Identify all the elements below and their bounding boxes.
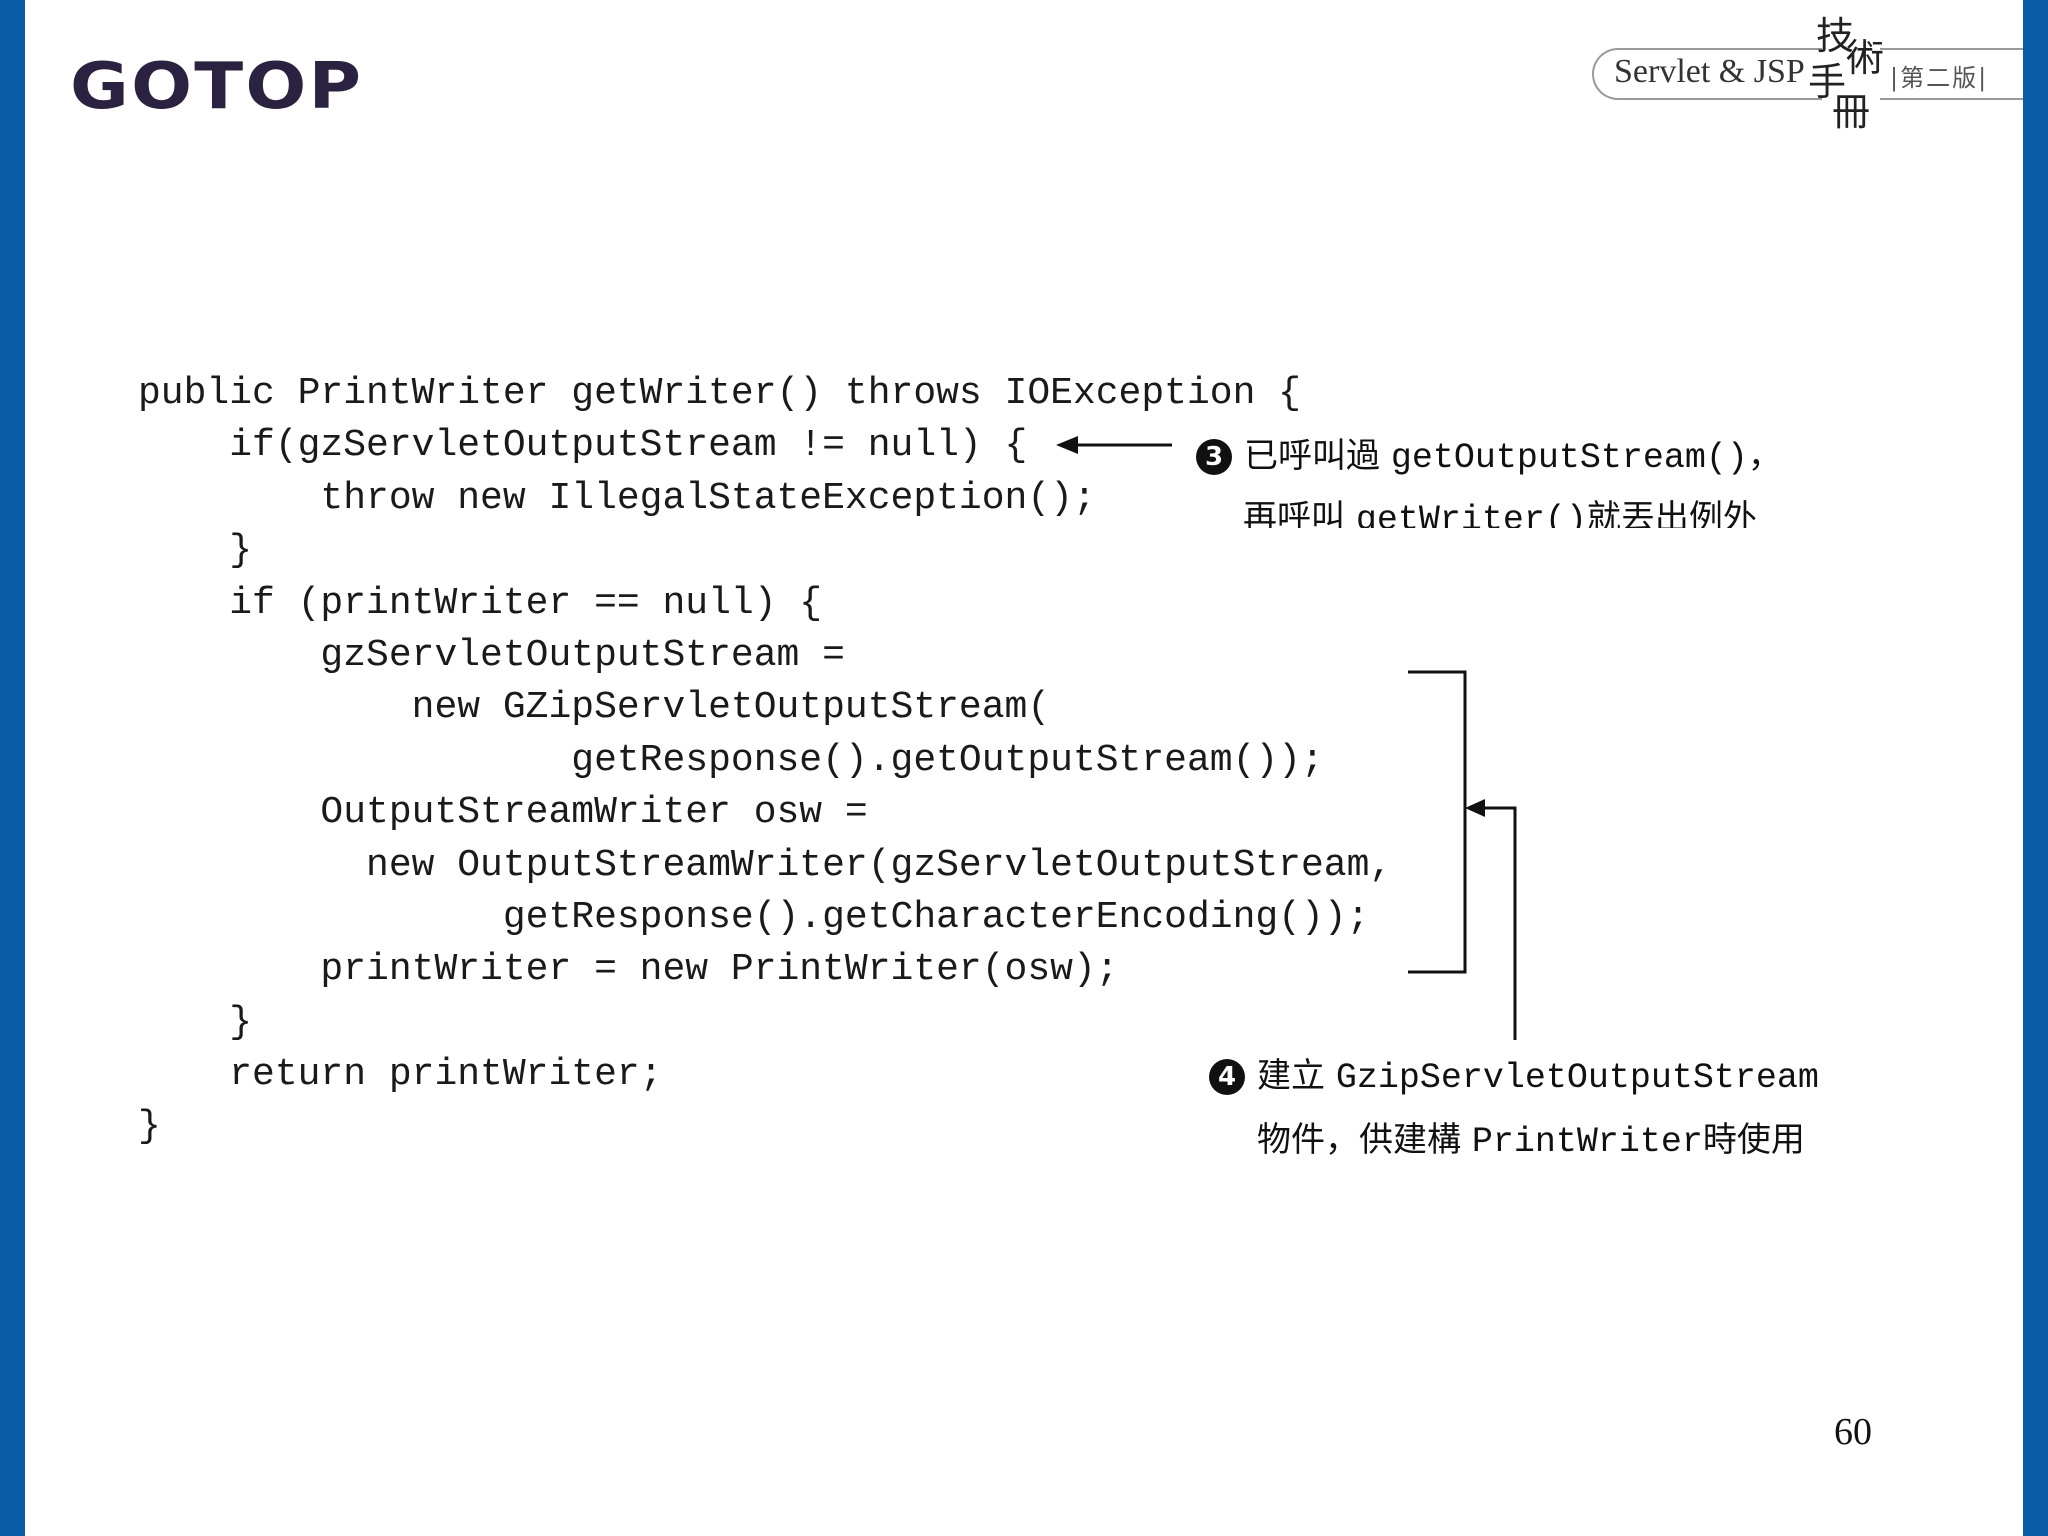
bullet-4-icon: 4 [1209, 1059, 1245, 1095]
brush-char-1: 技 [1816, 14, 1855, 58]
right-accent-bar [2023, 0, 2048, 1536]
brush-char-4: 冊 [1832, 90, 1871, 134]
brush-calligraphy: 技 術 手 冊 [1802, 14, 1885, 134]
bullet-3-icon: 3 [1196, 439, 1232, 475]
code-line: gzServletOutputStream = [138, 633, 845, 677]
note4-arrow-line [1478, 806, 1517, 1040]
left-accent-bar [0, 0, 25, 1536]
code-line: OutputStreamWriter osw = [138, 791, 868, 835]
note4-arrow-head [1465, 799, 1485, 817]
code-line: throw new IllegalStateException(); [138, 476, 1096, 520]
note4-bracket [1408, 670, 1467, 974]
code-listing: public PrintWriter getWriter() throws IO… [138, 368, 1392, 1154]
page-number: 60 [1834, 1411, 1872, 1453]
code-line: } [138, 1000, 253, 1044]
note3-line2: 再呼叫 getWriter()就丟出例外 [1243, 498, 1757, 528]
code-line: getResponse().getOutputStream()); [138, 738, 1324, 782]
note4-line2: 物件，供建構 PrintWriter時使用 [1257, 1120, 1805, 1162]
code-line: if (printWriter == null) { [138, 581, 823, 625]
code-line: if(gzServletOutputStream != null) { [138, 424, 1028, 468]
code-line: public PrintWriter getWriter() throws IO… [138, 372, 1301, 415]
code-line: getResponse().getCharacterEncoding()); [138, 895, 1370, 939]
code-line: return printWriter; [138, 1053, 663, 1097]
code-line: } [138, 529, 253, 573]
book-title-badge: Servlet & JSP 技 術 手 冊 |第二版| [1592, 17, 2023, 142]
book-title: Servlet & JSP [1614, 53, 1805, 90]
code-line: new GZipServletOutputStream( [138, 686, 1051, 730]
code-line: new OutputStreamWriter(gzServletOutputSt… [138, 843, 1393, 887]
title-pill [1592, 48, 1822, 100]
brush-char-3: 手 [1808, 60, 1847, 104]
code-line: printWriter = new PrintWriter(osw); [138, 948, 1119, 992]
note3-line2-clip: 再呼叫 getWriter()就丟出例外 [1243, 490, 1843, 528]
edition-box [1880, 48, 2023, 100]
code-line: } [138, 1105, 161, 1149]
edition-label: |第二版| [1890, 64, 1989, 92]
publisher-logo: GOTOP [70, 50, 364, 124]
brush-char-2: 術 [1846, 36, 1885, 80]
